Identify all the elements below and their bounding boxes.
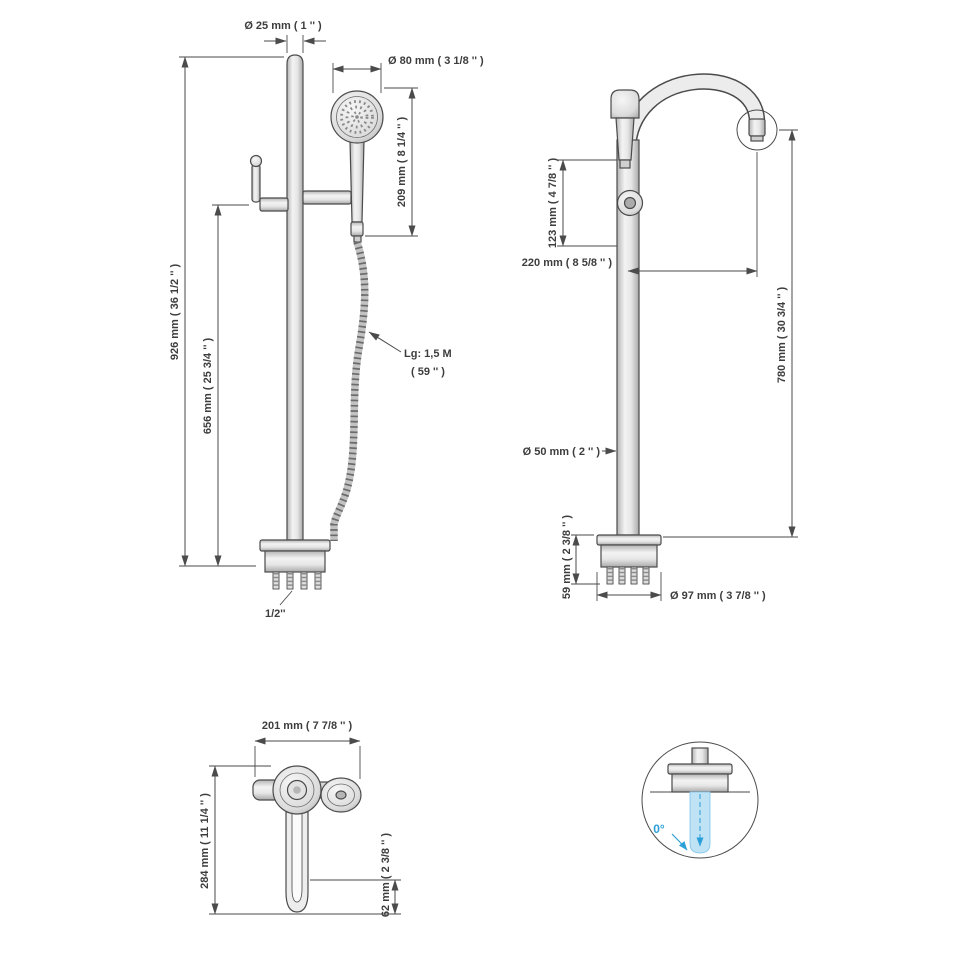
spray-nozzle-ring-mid [345,105,369,129]
dim-spout-tip: 62 mm ( 2 3/8 '' ) [310,833,401,917]
tube-inner [291,811,303,903]
mounting-studs [272,571,322,590]
spray-center-dot [355,115,359,119]
dim-handshower-diameter: Ø 80 mm ( 3 1/8 '' ) [332,55,484,93]
connection-size-callout: 1/2'' [265,590,293,620]
body-center [293,786,301,794]
riser-pipe [286,54,304,541]
base-flange [259,539,331,552]
docked-handle [615,117,635,161]
base [259,539,331,573]
dim-handshower-height: 209 mm ( 8 1/4 '' ) [365,87,418,237]
base-side [596,534,662,568]
aerator [750,135,764,142]
connection-size-label: 1/2'' [265,608,286,620]
mounting-studs-side [606,566,650,585]
dim-base-diameter-label: Ø 97 mm ( 3 7/8 '' ) [670,590,766,602]
handshower-head-top [320,777,362,813]
docked-head [610,89,640,119]
stud [606,566,614,585]
spray-nozzle-ring-outer [340,100,374,134]
dim-handle-height-label: 656 mm ( 25 3/4 '' ) [202,337,214,434]
supply-pipe-stub [691,747,709,765]
dim-column-diameter: Ø 50 mm ( 2 '' ) [523,446,617,458]
stud [630,566,638,585]
hose-nut [350,221,364,237]
head-center [335,790,347,800]
base-body [264,550,326,573]
dim-top-diameter-label: Ø 25 mm ( 1 '' ) [244,20,322,32]
detail-base-flange [667,763,733,775]
dim-holder-offset: 123 mm ( 4 7/8 '' ) [547,158,617,249]
spout-tube [621,74,764,153]
dim-spout-height: 780 mm ( 30 3/4 '' ) [663,129,798,538]
valve-spindle [259,197,289,212]
dim-handshower-diameter-label: Ø 80 mm ( 3 1/8 '' ) [388,55,484,67]
handshower-handle [349,140,365,223]
stud [642,566,650,585]
handshower-hose [330,240,369,541]
dim-total-height-label: 926 mm ( 36 1/2 '' ) [169,263,181,360]
stud [286,571,294,590]
spout-tube-top [285,811,309,913]
spray-nozzle-ring-inner [351,111,363,123]
head-face-ring [336,96,378,138]
gooseneck-spout [619,73,766,153]
outlet-body [748,118,766,137]
valve-knob [249,154,263,168]
docked-handshower [610,89,640,169]
dim-spout-tip-label: 62 mm ( 2 3/8 '' ) [380,833,392,917]
hose-ribs [330,240,369,541]
angle-arrow [671,833,688,851]
detail-circle [641,741,759,859]
dim-base-diameter: Ø 97 mm ( 3 7/8 '' ) [596,572,766,602]
front-view: Ø 25 mm ( 1 '' ) Ø 80 mm ( 3 1/8 '' ) 20… [169,20,484,620]
stud [618,566,626,585]
hose-length-callout: Lg: 1,5 M ( 59 '' ) [368,331,452,378]
dim-width-label: 201 mm ( 7 7/8 '' ) [262,720,353,732]
detail-callout-circle [736,109,778,151]
hose-length-label-line2: ( 59 '' ) [411,366,445,378]
hose-length-label-line1: Lg: 1,5 M [404,348,452,360]
leader-line [368,331,402,353]
dim-spout-reach-label: 220 mm ( 8 5/8 '' ) [522,257,613,269]
dim-base-height: 59 mm ( 2 3/8 '' ) [561,515,600,599]
stud [314,571,322,590]
dim-column-diameter-label: Ø 50 mm ( 2 '' ) [523,446,601,458]
leader-line [279,590,293,606]
base-body [600,544,658,568]
handshower-head [330,90,384,144]
stud [300,571,308,590]
body-top [272,765,322,815]
dim-spout-reach: 220 mm ( 8 5/8 '' ) [522,152,758,277]
top-view: 201 mm ( 7 7/8 '' ) 284 mm ( 11 1/4 '' )… [199,720,401,917]
hose-body [330,240,369,541]
body-ring [279,772,315,808]
docked-hose-nut [619,159,631,169]
valve-knob-center [623,196,637,210]
dim-handshower-height-label: 209 mm ( 8 1/4 '' ) [396,117,408,208]
dim-top-diameter: Ø 25 mm ( 1 '' ) [244,20,326,53]
valve-lever [251,163,261,203]
head-ring [327,783,355,807]
stud [272,571,280,590]
base-flange [596,534,662,546]
dim-handle-height: 656 mm ( 25 3/4 '' ) [202,204,249,567]
dim-base-height-label: 59 mm ( 2 3/8 '' ) [561,515,573,599]
dim-width: 201 mm ( 7 7/8 '' ) [254,720,361,779]
dim-holder-offset-label: 123 mm ( 4 7/8 '' ) [547,158,559,249]
dim-depth-label: 284 mm ( 11 1/4 '' ) [199,793,211,889]
handshower-holder [302,190,352,205]
detail-base-body [671,773,729,793]
side-view: 123 mm ( 4 7/8 '' ) 220 mm ( 8 5/8 '' ) … [522,73,798,602]
dim-spout-height-label: 780 mm ( 30 3/4 '' ) [776,286,788,383]
angle-label: 0° [653,822,665,836]
dim-depth: 284 mm ( 11 1/4 '' ) [199,765,401,915]
detail-view: 0° [641,741,759,859]
spout-outlet [748,118,766,142]
dim-total-height: 926 mm ( 36 1/2 '' ) [169,56,284,567]
